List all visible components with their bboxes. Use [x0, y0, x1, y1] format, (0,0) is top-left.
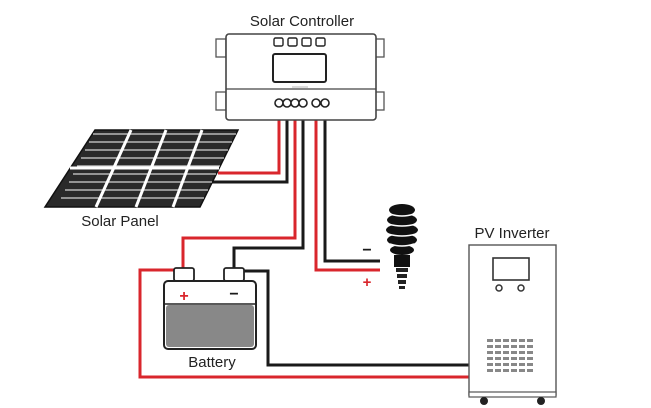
inverter-vent-slot [495, 363, 501, 366]
inverter-vent-slot [495, 351, 501, 354]
load-negative-wire [323, 119, 380, 263]
inverter-vent-slot [503, 369, 509, 372]
bulb-coil [390, 245, 414, 255]
panel-negative-wire [208, 119, 289, 184]
controller-button [273, 37, 284, 47]
solar-panel [43, 129, 240, 208]
solar-panel-label: Solar Panel [81, 213, 159, 230]
controller-bottom-tab [215, 91, 227, 111]
inverter-vent-slot [487, 369, 493, 372]
controller-button [287, 37, 298, 47]
battery-positive-terminal [173, 267, 195, 282]
inverter-vent-slot [519, 339, 525, 342]
inverter-vent-slot [503, 339, 509, 342]
wiring [138, 119, 469, 379]
inverter-vent-slot [527, 345, 533, 348]
inverter-vent-slot [519, 351, 525, 354]
inverter-vent-slot [519, 369, 525, 372]
inverter-vent-slot [527, 363, 533, 366]
inverter-vent-slot [511, 363, 517, 366]
inverter-vent-slot [487, 345, 493, 348]
inverter-vent-slot [511, 369, 517, 372]
controller-terminal [320, 98, 330, 108]
inverter-vent-slot [511, 357, 517, 360]
battery-negative-terminal [223, 267, 245, 282]
inverter-vent-slot [495, 345, 501, 348]
inverter-negative-wire [234, 269, 469, 367]
inverter-vent [487, 339, 533, 372]
inverter-vent-slot [495, 357, 501, 360]
inverter-vent-slot [503, 351, 509, 354]
pv-inverter [468, 244, 557, 405]
controller-display [272, 53, 327, 83]
battery-negative-wire [232, 119, 305, 268]
solar-panel-grid-lines [61, 133, 236, 199]
inverter-vent-slot [511, 345, 517, 348]
inverter-vent-slot [487, 339, 493, 342]
inverter-vent-slot [519, 357, 525, 360]
inverter-vent-slot [519, 363, 525, 366]
battery-plus-sign: + [179, 288, 188, 305]
load-positive-wire [314, 119, 380, 272]
panel-positive-wire [218, 119, 281, 175]
battery-lower-panel [166, 305, 254, 347]
inverter-vent-slot [527, 351, 533, 354]
bulb-screw-base [396, 268, 408, 289]
inverter-positive-wire [138, 268, 469, 379]
inverter-base [468, 391, 557, 398]
controller-terminal [311, 98, 321, 108]
inverter-vent-slot [495, 339, 501, 342]
controller-terminals [274, 98, 330, 108]
controller-terminal [298, 98, 308, 108]
battery-label: Battery [188, 354, 236, 371]
bulb-coil [387, 214, 417, 226]
inverter-vent-slot [527, 339, 533, 342]
spiral-bulb-load [386, 204, 418, 289]
inverter-vent-slot [487, 363, 493, 366]
inverter-vent-slot [503, 345, 509, 348]
inverter-vent-slot [503, 363, 509, 366]
inverter-vent-slot [519, 345, 525, 348]
pv-inverter-label: PV Inverter [474, 225, 549, 242]
controller-terminal [290, 98, 300, 108]
controller-button [315, 37, 326, 47]
inverter-vent-slot [487, 351, 493, 354]
inverter-wheel [537, 397, 545, 405]
inverter-vent-slot [527, 369, 533, 372]
battery-positive-wire [181, 119, 297, 268]
inverter-vent-slot [495, 369, 501, 372]
inverter-vent-slot [511, 339, 517, 342]
load-minus-sign: − [362, 242, 371, 259]
battery [163, 267, 257, 350]
solar-panel-module-dividers [70, 129, 219, 208]
inverter-wheel [480, 397, 488, 405]
bulb-base [394, 255, 410, 267]
inverter-vent-slot [511, 351, 517, 354]
bulb-coil [387, 234, 417, 246]
inverter-knob [517, 284, 525, 292]
inverter-display [492, 257, 530, 281]
controller-top-tab [215, 38, 227, 58]
inverter-knob [495, 284, 503, 292]
solar-controller [215, 33, 385, 121]
inverter-vent-slot [503, 357, 509, 360]
inverter-vent-slot [487, 357, 493, 360]
controller-terminal [282, 98, 292, 108]
battery-minus-sign: − [229, 286, 238, 303]
controller-terminal [274, 98, 284, 108]
load-plus-sign: + [363, 274, 372, 291]
inverter-vent-slot [527, 357, 533, 360]
bulb-coil [389, 204, 415, 216]
controller-button [301, 37, 312, 47]
bulb-coil [386, 224, 418, 236]
solar-controller-label: Solar Controller [250, 13, 354, 30]
